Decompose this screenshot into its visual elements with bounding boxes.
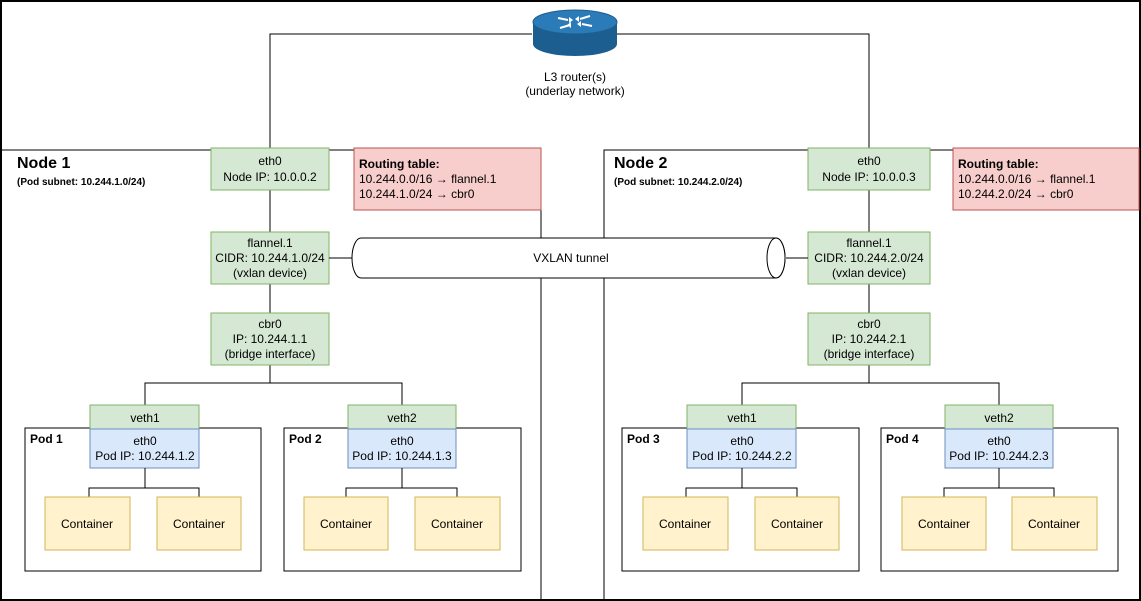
pod2-container-2-label: Container [431, 517, 483, 531]
node1-link-cbr0-veth2 [270, 382, 403, 405]
vxlan-tunnel-label: VXLAN tunnel [533, 251, 608, 265]
node2-flannel-line1: flannel.1 [846, 236, 892, 250]
pod2-eth0-label: eth0 [390, 434, 414, 448]
pod3-label: Pod 3 [627, 432, 660, 446]
node1-eth0-box [210, 147, 330, 191]
node2-link-cbr0-veth1 [741, 365, 870, 405]
router-icon [532, 9, 618, 56]
pod3-eth0-label: eth0 [730, 434, 754, 448]
pod4-label: Pod 4 [886, 432, 919, 446]
pod4-eth0-box [944, 428, 1054, 469]
node2-flannel-line2: CIDR: 10.244.2.0/24 [814, 251, 924, 265]
pod4-ip-label: Pod IP: 10.244.2.3 [949, 449, 1049, 463]
pod3-veth-label: veth1 [727, 411, 757, 425]
node1-routing-line1: 10.244.0.0/16 → flannel.1 [359, 172, 497, 186]
pod1-eth0-label: eth0 [133, 434, 157, 448]
pod4-container-2 [1011, 496, 1098, 551]
node2-flannel-line3: (vxlan device) [832, 266, 906, 280]
pod2-veth-label: veth2 [387, 411, 417, 425]
node1-flannel-line2: CIDR: 10.244.1.0/24 [215, 251, 325, 265]
pod3-ip-label: Pod IP: 10.244.2.2 [692, 449, 792, 463]
node2-eth0-line1: eth0 [857, 154, 881, 168]
node2-routing-title: Routing table: [958, 157, 1039, 171]
pod1-veth-label: veth1 [130, 411, 160, 425]
node1-flannel-box [210, 231, 330, 285]
pod1-container-2-label: Container [173, 517, 225, 531]
pod4-container-2-label: Container [1028, 517, 1080, 531]
node1-flannel-line3: (vxlan device) [233, 266, 307, 280]
router-link-node1 [269, 33, 532, 150]
node1-link-cbr0-veths [144, 365, 271, 405]
node2-cbr0-line2: IP: 10.244.2.1 [832, 332, 907, 346]
pod1-container-1 [44, 496, 131, 551]
pod1-veth-box [89, 404, 200, 430]
node2-routing-line1: 10.244.0.0/16 → flannel.1 [958, 172, 1096, 186]
router-label-line2: (underlay network) [525, 84, 624, 98]
node1-routing-line2: 10.244.1.0/24 → cbr0 [359, 187, 475, 201]
node2-cbr0-line3: (bridge interface) [824, 347, 915, 361]
node1-cbr0-line2: IP: 10.244.1.1 [233, 332, 308, 346]
pod4-veth-label: veth2 [984, 411, 1014, 425]
pod3-eth0-box [686, 428, 797, 469]
pod2-container-1 [303, 496, 389, 551]
node2-routing-box [952, 147, 1140, 211]
pod1-label: Pod 1 [30, 432, 63, 446]
pod2-ip-label: Pod IP: 10.244.1.3 [352, 449, 452, 463]
node1-eth0-line2: Node IP: 10.0.0.2 [223, 170, 317, 184]
pod4-veth-box [944, 404, 1054, 430]
node2-routing-line2: 10.244.2.0/24 → cbr0 [958, 187, 1074, 201]
pod3-container-1 [642, 496, 729, 551]
node1-routing-title: Routing table: [359, 157, 440, 171]
node1-subnet: (Pod subnet: 10.244.1.0/24) [17, 177, 145, 188]
pod3-container-1-label: Container [659, 517, 711, 531]
pod1-container-links [88, 487, 200, 497]
pod4-eth0-label: eth0 [987, 434, 1011, 448]
pod3-container-2-label: Container [771, 517, 823, 531]
pod1-ip-label: Pod IP: 10.244.1.2 [95, 449, 195, 463]
pod1-container-1-label: Container [61, 517, 113, 531]
pod1-eth0-box [89, 428, 200, 469]
router-label-line1: L3 router(s) [544, 70, 606, 84]
node2-cbr0-box [807, 312, 931, 366]
node1-cbr0-box [210, 312, 330, 366]
pod2-container-2 [414, 496, 501, 551]
pod2-container-1-label: Container [320, 517, 372, 531]
node2-eth0-box [807, 147, 931, 191]
node1-cbr0-line3: (bridge interface) [225, 347, 316, 361]
pod3-container-2 [754, 496, 840, 551]
node1-eth0-line1: eth0 [258, 154, 282, 168]
pod1-container-2 [156, 496, 242, 551]
node1-title: Node 1 [17, 155, 70, 172]
pod2-veth-box [347, 404, 457, 430]
node2-link-cbr0-veth2 [869, 382, 1000, 405]
node2-cbr0-line1: cbr0 [857, 317, 881, 331]
pod3-veth-box [686, 404, 797, 430]
node1-flannel-line1: flannel.1 [247, 236, 293, 250]
pod4-container-1-label: Container [918, 517, 970, 531]
node1-routing-box [353, 147, 542, 211]
node2-eth0-line2: Node IP: 10.0.0.3 [822, 170, 916, 184]
node2-subnet: (Pod subnet: 10.244.2.0/24) [614, 177, 742, 188]
router-link-node2 [616, 33, 870, 150]
pod4-container-1 [901, 496, 987, 551]
vxlan-tunnel [329, 237, 808, 279]
node2-title: Node 2 [614, 155, 667, 172]
node1-cbr0-line1: cbr0 [258, 317, 282, 331]
pod2-label: Pod 2 [289, 432, 322, 446]
